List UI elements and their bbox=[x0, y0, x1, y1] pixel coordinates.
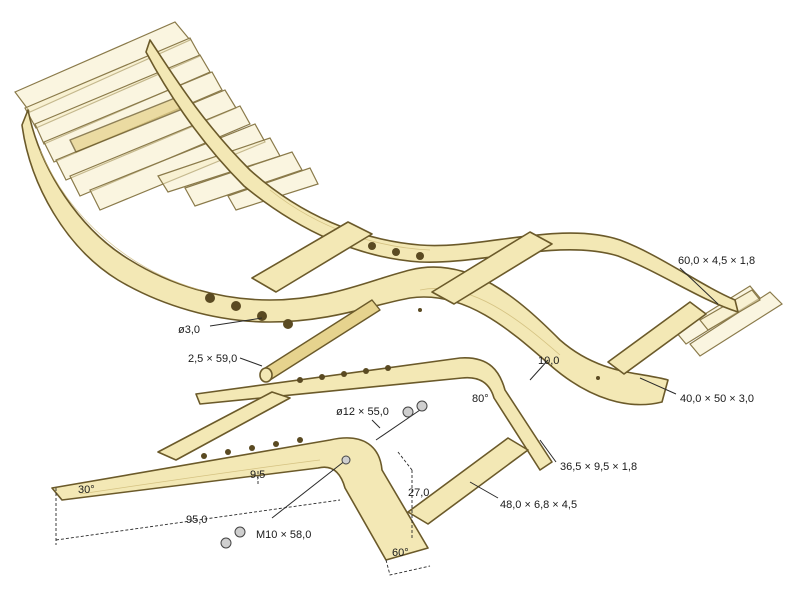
stand-back-rail bbox=[195, 357, 553, 471]
label-length-95: 95,0 bbox=[186, 514, 207, 526]
adjust-holes bbox=[201, 365, 391, 459]
label-leg-dim: 36,5 × 9,5 × 1,8 bbox=[560, 461, 637, 473]
stand-crossbar bbox=[407, 437, 529, 525]
stand-frame bbox=[51, 357, 553, 561]
stand-front-rail bbox=[51, 437, 429, 561]
head-slats bbox=[14, 21, 319, 211]
label-rail-width: 10,0 bbox=[538, 355, 559, 367]
nut-hardware bbox=[220, 400, 428, 549]
label-side-rail-dim: 40,0 × 50 × 3,0 bbox=[680, 393, 754, 405]
label-bolt-dim: ø12 × 55,0 bbox=[336, 406, 389, 418]
label-hole-dia: ø3,0 bbox=[178, 324, 200, 336]
back-side-rail bbox=[145, 39, 739, 313]
bolt-12 bbox=[375, 409, 421, 441]
label-angle-top: 80° bbox=[472, 393, 489, 405]
support-notches bbox=[205, 242, 424, 329]
batten-2 bbox=[431, 231, 553, 305]
batten-1 bbox=[251, 221, 373, 293]
lounger-frame bbox=[21, 39, 739, 406]
label-height-27: 27,0 bbox=[408, 487, 429, 499]
label-slat-dim: 60,0 × 4,5 × 1,8 bbox=[678, 255, 755, 267]
label-crossbar-dim: 48,0 × 6,8 × 4,5 bbox=[500, 499, 577, 511]
long-bolt bbox=[271, 459, 347, 519]
front-side-rail bbox=[21, 109, 669, 406]
label-spacing-95: 9,5 bbox=[250, 469, 265, 481]
batten-3 bbox=[607, 301, 707, 375]
label-screw-dim: M10 × 58,0 bbox=[256, 529, 311, 541]
label-angle-bottom: 60° bbox=[392, 547, 409, 559]
label-angle-foot: 30° bbox=[78, 484, 95, 496]
dimension-lines bbox=[55, 267, 719, 576]
stand-back-diagonal bbox=[157, 391, 291, 461]
dimension-labels: 60,0 × 4,5 × 1,8 ø3,0 2,5 × 59,0 10,0 40… bbox=[78, 255, 755, 559]
label-dowel-dim: 2,5 × 59,0 bbox=[188, 353, 237, 365]
